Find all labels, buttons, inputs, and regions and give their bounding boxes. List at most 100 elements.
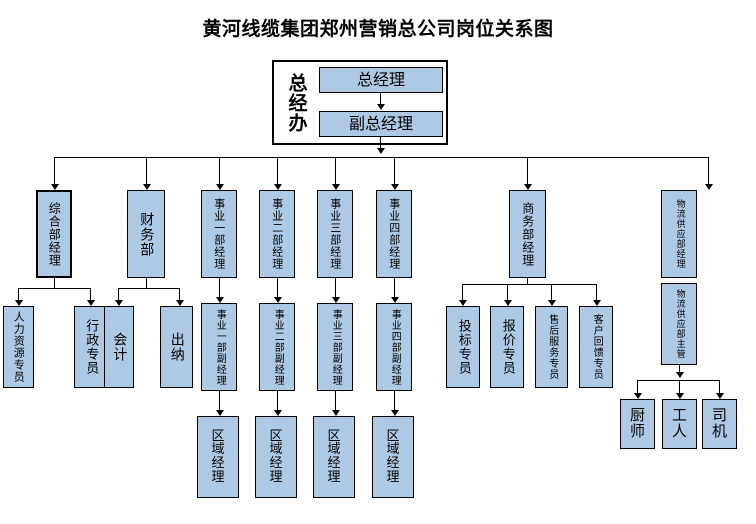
drop-finance xyxy=(146,157,147,185)
drop-division-1 xyxy=(219,157,220,185)
drop-division-3 xyxy=(335,157,336,185)
node-division-1-manager[interactable]: 事业一部经理 xyxy=(201,190,237,278)
arrow-ga-hr xyxy=(15,300,23,306)
node-hr-specialist[interactable]: 人力资源专员 xyxy=(3,306,34,388)
drop-commerce-feedback xyxy=(596,284,597,301)
drop-fin-accountant xyxy=(118,288,119,301)
arrow-div3-deputy xyxy=(332,297,340,303)
connector-div2-to-regional xyxy=(277,391,278,411)
node-division-3-regional[interactable]: 区域经理 xyxy=(313,416,355,498)
node-deputy-general-manager[interactable]: 副总经理 xyxy=(319,111,443,137)
node-division-1-regional[interactable]: 区域经理 xyxy=(197,416,239,498)
arrow-general-affairs xyxy=(51,184,59,190)
drop-logistics xyxy=(708,157,709,185)
connector-div1-to-regional xyxy=(219,391,220,411)
arrow-div4-deputy xyxy=(391,297,399,303)
node-division-3-deputy[interactable]: 事业三部副经理 xyxy=(317,303,353,391)
group-label-general-office: 总经办 xyxy=(285,72,308,133)
connector-deputy-to-bus xyxy=(380,137,381,149)
node-admin-specialist[interactable]: 行政专员 xyxy=(74,306,107,388)
arrow-logistics-cook xyxy=(634,393,642,399)
drop-commerce xyxy=(527,157,528,185)
drop-division-2 xyxy=(277,157,278,185)
arrow-commerce-feedback xyxy=(593,300,601,306)
arrow-gm-to-deputy xyxy=(377,104,385,110)
arrow-division-3 xyxy=(332,184,340,190)
arrow-fin-cashier xyxy=(176,300,184,306)
node-bidding-specialist[interactable]: 投标专员 xyxy=(446,306,480,388)
drop-ga-hr xyxy=(18,288,19,301)
node-division-3-manager[interactable]: 事业三部经理 xyxy=(317,190,353,278)
arrow-commerce-aftersales xyxy=(548,300,556,306)
arrow-deputy-down xyxy=(377,148,385,154)
node-division-4-deputy[interactable]: 事业四部副经理 xyxy=(376,303,412,391)
arrow-commerce xyxy=(524,184,532,190)
drop-logistics-driver xyxy=(719,380,720,394)
drop-logistics-worker xyxy=(679,380,680,394)
node-worker[interactable]: 工人 xyxy=(662,399,697,449)
connector-div3-to-deputy xyxy=(335,278,336,298)
arrow-logistics-worker xyxy=(676,393,684,399)
page-title: 黄河线缆集团郑州营销总公司岗位关系图 xyxy=(202,18,554,40)
connector-fin-down xyxy=(146,278,147,288)
drop-fin-cashier xyxy=(179,288,180,301)
node-division-2-deputy[interactable]: 事业二部副经理 xyxy=(259,303,295,391)
arrow-div4-regional xyxy=(391,410,399,416)
node-division-1-deputy[interactable]: 事业一部副经理 xyxy=(201,303,237,391)
connector-div1-to-deputy xyxy=(219,278,220,298)
connector-commerce-down xyxy=(527,278,528,284)
node-general-manager[interactable]: 总经理 xyxy=(319,67,443,93)
arrow-logistics-down xyxy=(676,372,684,378)
arrow-ga-admin xyxy=(87,300,95,306)
arrow-commerce-bid xyxy=(459,300,467,306)
drop-commerce-aftersales xyxy=(551,284,552,301)
arrow-div3-regional xyxy=(332,410,340,416)
node-accountant[interactable]: 会计 xyxy=(104,306,134,388)
node-quotation-specialist[interactable]: 报价专员 xyxy=(490,306,524,388)
connector-gm-to-deputy xyxy=(380,93,381,105)
arrow-div2-regional xyxy=(274,410,282,416)
main-bus xyxy=(54,157,708,158)
connector-div3-to-regional xyxy=(335,391,336,411)
node-division-2-regional[interactable]: 区域经理 xyxy=(255,416,297,498)
drop-ga-admin xyxy=(90,288,91,301)
arrow-finance xyxy=(143,184,151,190)
drop-general-affairs xyxy=(54,157,55,185)
node-logistics-manager[interactable]: 物流供应部经理 xyxy=(661,190,697,278)
connector-div2-to-deputy xyxy=(277,278,278,298)
connector-logistics-down xyxy=(679,365,680,374)
drop-commerce-quote xyxy=(507,284,508,301)
arrow-commerce-quote xyxy=(504,300,512,306)
connector-div4-to-deputy xyxy=(394,278,395,298)
node-commerce-manager[interactable]: 商务部经理 xyxy=(509,190,546,278)
bus-commerce xyxy=(462,284,596,285)
node-customer-feedback-specialist[interactable]: 客户回馈专员 xyxy=(579,306,613,388)
node-aftersales-specialist[interactable]: 售后服务专员 xyxy=(535,306,568,388)
node-finance-dept[interactable]: 财务部 xyxy=(127,190,165,278)
arrow-division-2 xyxy=(274,184,282,190)
bus-logistics xyxy=(637,380,719,381)
node-logistics-supervisor[interactable]: 物流供应部主管 xyxy=(661,283,697,365)
node-cashier[interactable]: 出纳 xyxy=(160,306,193,388)
arrow-logistics xyxy=(705,184,713,190)
arrow-division-1 xyxy=(216,184,224,190)
node-division-2-manager[interactable]: 事业二部经理 xyxy=(259,190,295,278)
arrow-logistics-driver xyxy=(716,393,724,399)
node-division-4-regional[interactable]: 区域经理 xyxy=(372,416,414,498)
drop-logistics-cook xyxy=(637,380,638,394)
bus-finance xyxy=(118,288,180,289)
drop-commerce-bid xyxy=(462,284,463,301)
node-general-affairs-manager[interactable]: 综合部经理 xyxy=(36,190,72,278)
connector-ga-down xyxy=(54,278,55,288)
arrow-division-4 xyxy=(391,184,399,190)
node-driver[interactable]: 司机 xyxy=(702,399,737,449)
node-cook[interactable]: 厨师 xyxy=(620,399,655,449)
connector-div4-to-regional xyxy=(394,391,395,411)
arrow-div2-deputy xyxy=(274,297,282,303)
arrow-fin-accountant xyxy=(115,300,123,306)
bus-general-affairs xyxy=(18,288,91,289)
drop-division-4 xyxy=(394,157,395,185)
node-division-4-manager[interactable]: 事业四部经理 xyxy=(376,190,412,278)
group-box-general-office xyxy=(272,60,448,145)
